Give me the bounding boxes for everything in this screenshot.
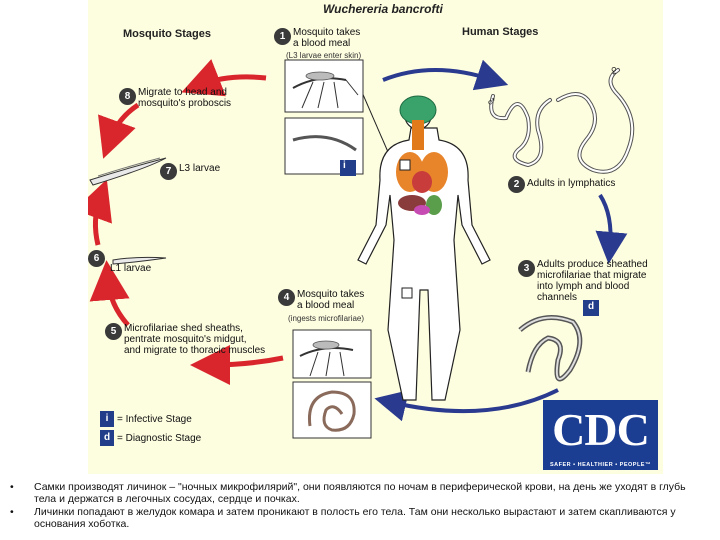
step-5-label: Microfilariae shed sheaths,pentrate mosq… (124, 323, 266, 356)
note-item: • Личинки попадают в желудок комара и зат… (10, 506, 710, 530)
cdc-logo-tagline: SAFER • HEALTHIER • PEOPLE™ (550, 462, 651, 468)
l3-larva-drawing (89, 157, 167, 186)
step-badge-1: 1 (274, 28, 291, 45)
l1-larva-drawing (112, 256, 167, 265)
life-cycle-graphics (88, 59, 635, 439)
female-symbol: ♀ (608, 63, 620, 80)
infective-stage-icon: i (100, 411, 114, 427)
step-badge-7: 7 (160, 163, 177, 180)
step-6-label: L1 larvae (110, 263, 152, 274)
mosquito-feeding-illustration-1 (284, 59, 364, 113)
note-text-2: Личинки попадают в желудок комара и зате… (34, 506, 676, 530)
step-badge-5: 5 (105, 323, 122, 340)
step-badge-2: 2 (508, 176, 525, 193)
step-badge-6: 6 (88, 250, 105, 267)
male-symbol: ♂ (486, 93, 497, 109)
human-stages-header: Human Stages (462, 26, 539, 38)
arrow-2-to-3 (595, 193, 628, 264)
step-1-sublabel: (L3 larvae enter skin) (286, 51, 362, 60)
life-cycle-figure: Wuchereria bancrofti Mosquito Stages Hum… (88, 0, 663, 474)
legend-diagnostic-label: = Diagnostic Stage (117, 433, 202, 444)
step-7-label: L3 larvae (179, 163, 221, 174)
arrow-1-to-2 (382, 59, 509, 91)
diagnostic-stage-icon: d (100, 430, 114, 446)
step-4-sublabel: (ingests microfilariae) (288, 314, 365, 323)
arrow-6-to-7 (88, 179, 112, 246)
arrow-3-to-4 (374, 388, 559, 422)
bullet-icon: • (10, 481, 14, 493)
notes-list: • Самки производят личинок – "ночных микр… (10, 481, 710, 531)
figure-title: Wuchereria bancrofti (323, 2, 443, 16)
microfilaria-inset (292, 381, 372, 439)
note-item: • Самки производят личинок – "ночных микр… (10, 481, 710, 505)
step-badge-3: 3 (518, 260, 535, 277)
step-badge-4: 4 (278, 289, 295, 306)
cdc-logo: CDC SAFER • HEALTHIER • PEOPLE™ (543, 400, 658, 470)
arrow-5-to-6 (89, 260, 130, 327)
note-text-1: Самки производят личинок – "ночных микро… (34, 481, 686, 505)
diagnostic-stage-mark-3: d (588, 301, 595, 312)
step-badge-8: 8 (119, 88, 136, 105)
step-2-label: Adults in lymphatics (527, 178, 616, 189)
infective-larva-inset (284, 117, 364, 176)
arrow-1-to-8 (181, 59, 267, 97)
cdc-logo-text: CDC (552, 404, 650, 455)
infective-stage-mark-1: i (343, 160, 346, 171)
bullet-icon: • (10, 506, 14, 518)
mosquito-stages-header: Mosquito Stages (123, 28, 212, 40)
mosquito-feeding-illustration-4 (292, 329, 372, 379)
arrow-4-to-5 (190, 344, 284, 385)
legend-infective-label: = Infective Stage (117, 414, 192, 425)
arrow-8-to-7 (98, 102, 140, 159)
